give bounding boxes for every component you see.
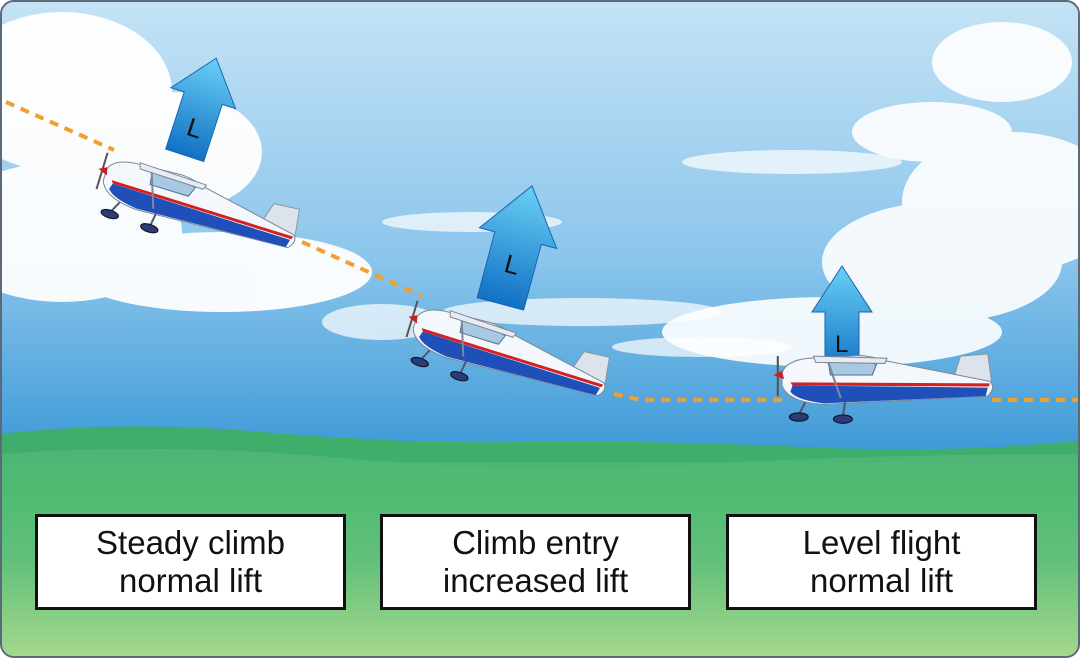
lift-arrow-2: L	[476, 185, 558, 311]
panel-label-line2: normal lift	[809, 562, 954, 599]
panel-label-climb-entry: Climb entry increased lift	[380, 514, 691, 610]
panel-label-line2: increased lift	[442, 562, 629, 599]
panel-label-level-flight: Level flight normal lift	[726, 514, 1037, 610]
lift-arrow-1: L	[165, 57, 237, 163]
panel-label-line1: Level flight	[802, 524, 961, 561]
panel-label-line2: normal lift	[118, 562, 263, 599]
panel-label-steady-climb: Steady climb normal lift	[35, 514, 346, 610]
panel-label-line1: Steady climb	[96, 524, 285, 561]
flight-path	[5, 100, 1078, 402]
panel-label-line1: Climb entry	[452, 524, 619, 561]
lift-symbol-3: L	[835, 331, 848, 358]
